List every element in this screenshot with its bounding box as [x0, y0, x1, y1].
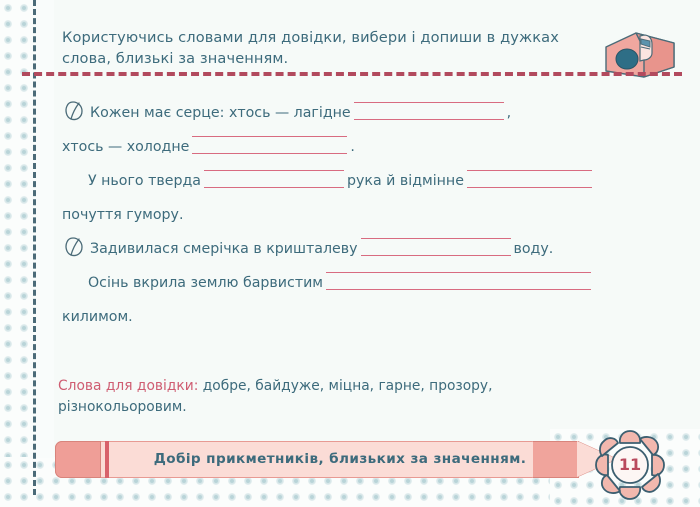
- page-number-badge: 11: [592, 427, 668, 503]
- exercise-text: Кожен має серце: хтось — лагідне: [90, 105, 351, 121]
- answer-blank[interactable]: [192, 136, 348, 154]
- reference-words: Слова для довідки: добре, байдуже, міцна…: [58, 376, 588, 418]
- sharpener-icon: [600, 27, 680, 82]
- left-dot-pattern-band: [0, 0, 30, 507]
- exercise-line: Осінь вкрила землю барвистим: [62, 266, 642, 300]
- exercise-punctuation: .: [350, 139, 355, 155]
- hand-drawn-circle-bullet-icon: [62, 236, 86, 258]
- answer-blank[interactable]: [353, 102, 504, 120]
- dashed-separator: [22, 72, 682, 76]
- exercise-text: Осінь вкрила землю барвистим: [88, 275, 324, 291]
- exercise-line: хтось — холодне.: [62, 130, 642, 164]
- answer-blank[interactable]: [466, 170, 592, 188]
- instruction-text: Користуючись словами для довідки, вибери…: [62, 29, 559, 67]
- exercise-text: воду.: [513, 241, 554, 257]
- page-number: 11: [618, 455, 642, 474]
- hand-drawn-circle-bullet-icon: [62, 100, 86, 122]
- exercise-line: почуття гумору.: [62, 198, 642, 232]
- exercise-line: Задивилася смерічка в кришталеву воду.: [62, 232, 642, 266]
- exercise-text: Задивилася смерічка в кришталеву: [90, 241, 358, 257]
- exercise-text: рука й відмінне: [346, 173, 464, 189]
- exercise-text: У нього тверда: [88, 173, 201, 189]
- reference-label: Слова для довідки:: [58, 378, 199, 394]
- exercise-text: хтось — холодне: [62, 139, 190, 155]
- exercise-line: килимом.: [62, 300, 642, 334]
- exercise-text: килимом.: [62, 309, 133, 325]
- exercise-body: Кожен має серце: хтось — лагідне, хтось …: [62, 96, 642, 334]
- exercise-line: У нього тверда рука й відмінне: [62, 164, 642, 198]
- pencil-wood-section: [533, 441, 579, 478]
- exercise-text: почуття гумору.: [62, 207, 184, 223]
- answer-blank[interactable]: [203, 170, 344, 188]
- reference-word-list: добре, байдуже, міцна, гарне, прозору, р…: [58, 378, 493, 415]
- pencil-body: [55, 441, 535, 478]
- pencil-banner: Добір прикметників, близьких за значення…: [55, 441, 617, 478]
- pencil-banner-label: Добір прикметників, близьких за значення…: [153, 451, 527, 467]
- pencil-eraser: [55, 441, 101, 478]
- exercise-punctuation: ,: [506, 105, 512, 121]
- pencil-ferrule: [105, 441, 109, 478]
- answer-blank[interactable]: [326, 272, 592, 290]
- vertical-dashed-margin-rule: [33, 0, 36, 495]
- exercise-line: Кожен має серце: хтось — лагідне,: [62, 96, 642, 130]
- answer-blank[interactable]: [360, 238, 511, 256]
